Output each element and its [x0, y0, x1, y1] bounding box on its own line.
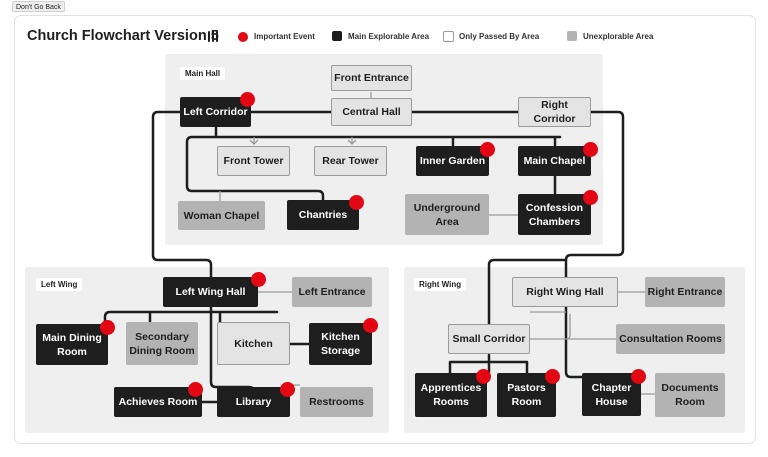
node-woman-chapel[interactable]: Woman Chapel — [178, 201, 265, 230]
legend-unexplorable-swatch — [567, 31, 577, 41]
node-documents-room[interactable]: Documents Room — [655, 373, 725, 417]
node-confession-chambers[interactable]: Confession Chambers — [518, 194, 591, 235]
node-achieves-room[interactable]: Achieves Room — [114, 387, 202, 417]
legend-passed-swatch — [443, 31, 454, 42]
node-consultation-rooms[interactable]: Consultation Rooms — [616, 324, 725, 354]
node-kitchen-storage[interactable]: Kitchen Storage — [309, 323, 372, 365]
important-event-marker — [251, 272, 266, 287]
node-inner-garden[interactable]: Inner Garden — [416, 146, 489, 176]
node-kitchen[interactable]: Kitchen — [217, 322, 290, 365]
node-front-tower[interactable]: Front Tower — [217, 146, 290, 176]
important-event-marker — [583, 190, 598, 205]
important-event-marker — [188, 382, 203, 397]
important-event-marker — [363, 318, 378, 333]
dont-go-back-button[interactable]: Don't Go Back — [12, 1, 65, 12]
node-secondary-dining-room[interactable]: Secondary Dining Room — [126, 322, 198, 365]
important-event-marker — [240, 92, 255, 107]
node-chantries[interactable]: Chantries — [287, 200, 359, 230]
node-chapter-house[interactable]: Chapter House — [582, 373, 641, 416]
node-left-corridor[interactable]: Left Corridor — [180, 97, 251, 127]
node-pastors-room[interactable]: Pastors Room — [497, 373, 556, 417]
important-event-marker — [480, 142, 495, 157]
node-library[interactable]: Library — [217, 387, 290, 417]
legend-passed-label: Only Passed By Area — [459, 32, 540, 41]
node-left-entrance[interactable]: Left Entrance — [292, 277, 372, 307]
node-left-wing-hall[interactable]: Left Wing Hall — [163, 277, 258, 307]
node-right-wing-hall[interactable]: Right Wing Hall — [512, 277, 618, 307]
node-rear-tower[interactable]: Rear Tower — [314, 146, 387, 176]
important-event-marker — [583, 142, 598, 157]
node-small-corridor[interactable]: Small Corridor — [448, 324, 530, 354]
node-front-entrance[interactable]: Front Entrance — [331, 65, 412, 91]
legend-main-swatch — [332, 31, 342, 41]
node-right-entrance[interactable]: Right Entrance — [645, 277, 725, 307]
left-wing-label: Left Wing — [36, 278, 83, 291]
important-event-marker — [100, 320, 115, 335]
important-event-marker — [280, 382, 295, 397]
node-restrooms[interactable]: Restrooms — [300, 387, 373, 417]
node-underground-area[interactable]: Underground Area — [405, 194, 489, 235]
important-event-marker — [545, 369, 560, 384]
legend-important-dot — [238, 32, 248, 42]
legend-main-label: Main Explorable Area — [348, 32, 430, 41]
important-event-marker — [631, 369, 646, 384]
node-right-corridor[interactable]: Right Corridor — [518, 97, 591, 127]
node-central-hall[interactable]: Central Hall — [331, 98, 412, 126]
legend-important-label: Important Event — [254, 32, 315, 41]
page-title: Church Flowchart Version 5 — [27, 28, 219, 44]
menu-icon[interactable] — [207, 30, 219, 43]
right-wing-label: Right Wing — [414, 278, 467, 291]
legend-unexplorable-label: Unexplorable Area — [583, 32, 654, 41]
node-main-dining-room[interactable]: Main Dining Room — [36, 324, 108, 365]
important-event-marker — [476, 369, 491, 384]
node-main-chapel[interactable]: Main Chapel — [518, 146, 591, 176]
node-apprentices-rooms[interactable]: Apprentices Rooms — [415, 373, 487, 417]
main-hall-label: Main Hall — [180, 67, 226, 80]
important-event-marker — [349, 195, 364, 210]
